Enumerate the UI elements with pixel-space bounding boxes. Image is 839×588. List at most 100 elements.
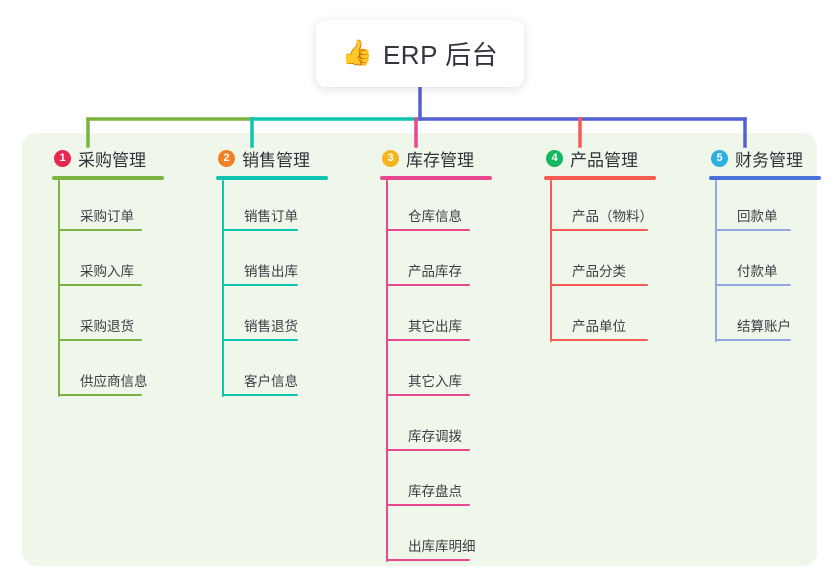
list-item-label: 产品（物料） — [572, 209, 653, 224]
list-item-label: 采购入库 — [80, 264, 134, 279]
branch-item-list-4: 产品（物料） 产品分类产品单位 — [550, 180, 656, 345]
branch-badge-3: 3 — [382, 149, 399, 167]
branch-badge-4: 4 — [546, 149, 563, 167]
branch-underline-5 — [709, 176, 821, 180]
branch-spine-4 — [550, 180, 552, 342]
list-item[interactable]: 客户信息 — [222, 345, 328, 400]
root-node-card[interactable]: 👍 ERP 后台 — [316, 20, 524, 87]
branch-header-4[interactable]: 4 产品管理 — [528, 146, 656, 170]
list-item-label: 库存盘点 — [408, 484, 462, 499]
list-item-underline — [386, 229, 470, 231]
list-item[interactable]: 结算账户 — [715, 290, 821, 345]
branch-item-list-5: 回款单付款单结算账户 — [715, 180, 821, 345]
branch-item-list-3: 仓库信息产品库存其它出库其它入库库存调拨库存盘点出库库明细 — [386, 180, 492, 565]
branch-title-4: 产品管理 — [570, 150, 638, 170]
branch-column-4: 4 产品管理产品（物料） 产品分类产品单位 — [528, 146, 656, 345]
list-item-underline — [58, 394, 142, 396]
list-item-label: 回款单 — [737, 209, 778, 224]
content-panel — [22, 133, 817, 566]
list-item-label: 销售订单 — [244, 209, 298, 224]
branch-column-1: 1 采购管理采购订单采购入库采购退货供应商信息 — [36, 146, 164, 400]
list-item[interactable]: 销售出库 — [222, 235, 328, 290]
list-item-label: 客户信息 — [244, 374, 298, 389]
list-item-label: 仓库信息 — [408, 209, 462, 224]
list-item-underline — [550, 339, 648, 341]
root-node-title: ERP 后台 — [382, 40, 499, 70]
list-item-label: 销售出库 — [244, 264, 298, 279]
list-item-label: 付款单 — [737, 264, 778, 279]
branch-header-2[interactable]: 2 销售管理 — [200, 146, 328, 170]
list-item-label: 产品库存 — [408, 264, 462, 279]
branch-header-1[interactable]: 1 采购管理 — [36, 146, 164, 170]
list-item[interactable]: 产品分类 — [550, 235, 656, 290]
branch-item-list-2: 销售订单销售出库销售退货客户信息 — [222, 180, 328, 400]
branch-spine-1 — [58, 180, 60, 397]
list-item-underline — [222, 394, 298, 396]
list-item[interactable]: 产品（物料） — [550, 180, 656, 235]
list-item[interactable]: 出库库明细 — [386, 510, 492, 565]
list-item-underline — [222, 339, 298, 341]
list-item-underline — [386, 394, 470, 396]
list-item-underline — [58, 229, 142, 231]
branch-spine-3 — [386, 180, 388, 562]
list-item[interactable]: 供应商信息 — [58, 345, 164, 400]
list-item-label: 其它入库 — [408, 374, 462, 389]
list-item-label: 结算账户 — [737, 319, 791, 334]
list-item-underline — [222, 229, 298, 231]
list-item[interactable]: 付款单 — [715, 235, 821, 290]
list-item-underline — [58, 284, 142, 286]
list-item-label: 销售退货 — [244, 319, 298, 334]
list-item-underline — [386, 284, 470, 286]
branch-badge-2: 2 — [218, 149, 235, 167]
list-item-label: 产品单位 — [572, 319, 626, 334]
list-item-label: 采购退货 — [80, 319, 134, 334]
branch-column-2: 2 销售管理销售订单销售出库销售退货客户信息 — [200, 146, 328, 400]
branch-item-list-1: 采购订单采购入库采购退货供应商信息 — [58, 180, 164, 400]
list-item[interactable]: 采购入库 — [58, 235, 164, 290]
list-item-label: 出库库明细 — [408, 539, 476, 554]
list-item-label: 产品分类 — [572, 264, 626, 279]
list-item[interactable]: 采购退货 — [58, 290, 164, 345]
list-item-underline — [715, 284, 791, 286]
list-item[interactable]: 产品单位 — [550, 290, 656, 345]
list-item-underline — [550, 229, 648, 231]
list-item[interactable]: 回款单 — [715, 180, 821, 235]
branch-title-3: 库存管理 — [406, 150, 474, 170]
list-item-underline — [715, 339, 791, 341]
branch-underline-1 — [52, 176, 164, 180]
branch-header-3[interactable]: 3 库存管理 — [364, 146, 492, 170]
branch-title-2: 销售管理 — [242, 150, 310, 170]
list-item-label: 采购订单 — [80, 209, 134, 224]
list-item[interactable]: 销售退货 — [222, 290, 328, 345]
branch-underline-2 — [216, 176, 328, 180]
branch-spine-5 — [715, 180, 717, 342]
list-item-underline — [715, 229, 791, 231]
list-item-underline — [222, 284, 298, 286]
branch-spine-2 — [222, 180, 224, 397]
list-item-underline — [386, 559, 470, 561]
list-item-underline — [386, 339, 470, 341]
list-item[interactable]: 其它出库 — [386, 290, 492, 345]
list-item-underline — [550, 284, 648, 286]
thumbs-up-icon: 👍 — [341, 39, 373, 67]
list-item[interactable]: 库存盘点 — [386, 455, 492, 510]
list-item[interactable]: 采购订单 — [58, 180, 164, 235]
branch-column-3: 3 库存管理仓库信息产品库存其它出库其它入库库存调拨库存盘点出库库明细 — [364, 146, 492, 565]
list-item[interactable]: 产品库存 — [386, 235, 492, 290]
list-item[interactable]: 其它入库 — [386, 345, 492, 400]
list-item-underline — [386, 504, 470, 506]
list-item-underline — [386, 449, 470, 451]
branch-badge-1: 1 — [54, 149, 71, 167]
list-item[interactable]: 销售订单 — [222, 180, 328, 235]
list-item[interactable]: 库存调拨 — [386, 400, 492, 455]
list-item[interactable]: 仓库信息 — [386, 180, 492, 235]
list-item-underline — [58, 339, 142, 341]
branch-underline-3 — [380, 176, 492, 180]
list-item-label: 其它出库 — [408, 319, 462, 334]
branch-title-1: 采购管理 — [78, 150, 146, 170]
branch-title-5: 财务管理 — [735, 150, 803, 170]
